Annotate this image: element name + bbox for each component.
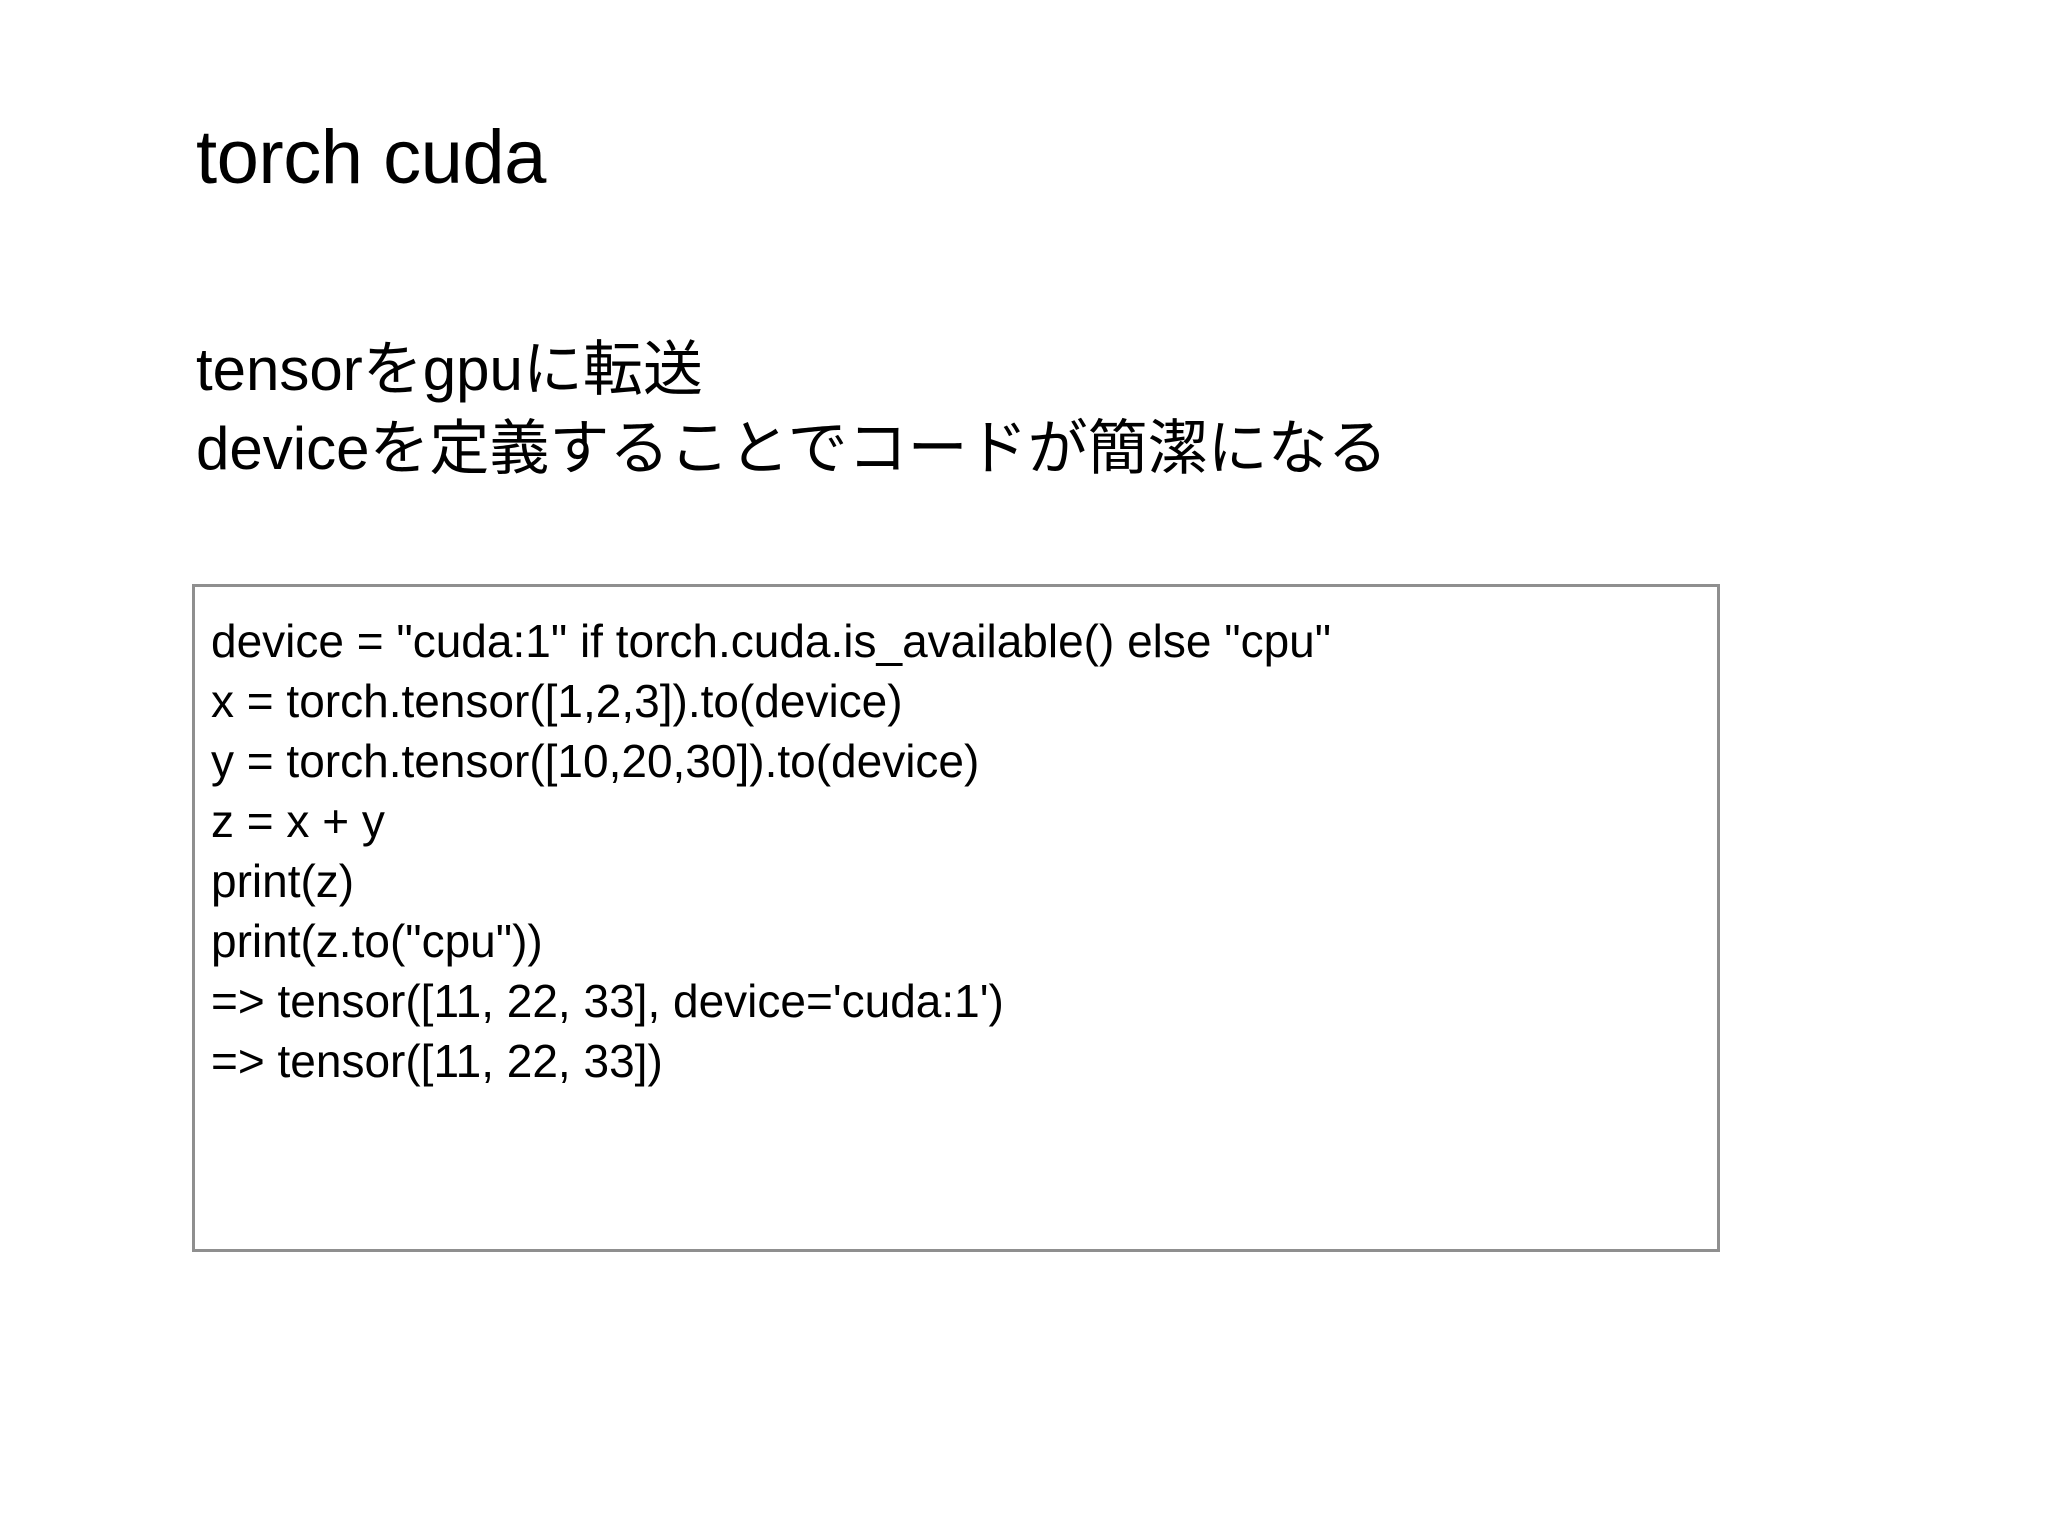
page-title: torch cuda — [196, 115, 546, 200]
description-line-1: tensorをgpuに転送 — [196, 336, 703, 403]
code-line: print(z) — [211, 855, 355, 908]
code-line: z = x + y — [211, 795, 385, 848]
code-output-line: => tensor([11, 22, 33], device='cuda:1') — [211, 975, 1004, 1028]
code-line: device = "cuda:1" if torch.cuda.is_avail… — [211, 615, 1332, 667]
code-line: print(z.to("cpu")) — [211, 915, 543, 968]
code-line: y = torch.tensor([10,20,30]).to(device) — [211, 735, 980, 788]
code-output-line: => tensor([11, 22, 33]) — [211, 1035, 663, 1088]
description-block: tensorをgpuに転送 deviceを定義することでコードが簡潔になる — [196, 330, 1896, 488]
code-block: device = "cuda:1" if torch.cuda.is_avail… — [192, 584, 1720, 1252]
description-line-2: deviceを定義することでコードが簡潔になる — [196, 415, 1388, 483]
code-line: x = torch.tensor([1,2,3]).to(device) — [211, 675, 903, 728]
